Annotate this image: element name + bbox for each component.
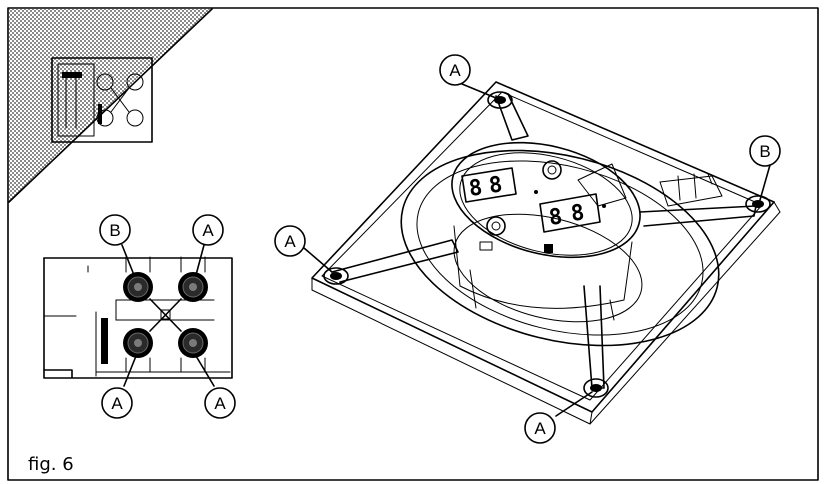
hole-left (323, 267, 349, 285)
svg-text:A: A (284, 232, 296, 251)
svg-text:A: A (202, 221, 214, 240)
svg-text:A: A (111, 394, 123, 413)
svg-text:A: A (534, 419, 546, 438)
svg-text:A: A (214, 394, 226, 413)
callout-inset-a-bottom-right: A (204, 387, 236, 419)
svg-text:8: 8 (569, 200, 586, 227)
screw-top-right (178, 272, 208, 302)
callout-a-bottom: A (524, 412, 556, 444)
hole-bottom (583, 378, 609, 398)
svg-text:A: A (449, 61, 461, 80)
svg-text:B: B (109, 221, 120, 240)
callout-inset-a-top-right: A (192, 214, 224, 246)
callout-a-left: A (274, 225, 306, 257)
terminal-block-detail (43, 256, 233, 379)
svg-text:8: 8 (487, 172, 504, 199)
figure-caption: fig. 6 (28, 454, 74, 475)
figure-border (7, 7, 819, 481)
display-right: 8 8 (539, 193, 601, 233)
callout-inset-b: B (99, 214, 131, 246)
hole-top (487, 91, 513, 109)
callout-b-right: B (749, 135, 781, 167)
fan-unit-drawing: 8 8 8 8 (311, 81, 781, 425)
callout-inset-a-bottom-left: A (101, 387, 133, 419)
screw-bottom-left (123, 328, 153, 358)
callout-a-top: A (439, 54, 471, 86)
hole-right (745, 195, 771, 213)
screw-top-left (123, 272, 153, 302)
screw-bottom-right (178, 328, 208, 358)
svg-text:8: 8 (467, 175, 484, 202)
svg-text:B: B (759, 142, 770, 161)
display-left: 8 8 (461, 167, 517, 203)
svg-text:8: 8 (547, 204, 564, 231)
corner-inset (8, 8, 213, 203)
